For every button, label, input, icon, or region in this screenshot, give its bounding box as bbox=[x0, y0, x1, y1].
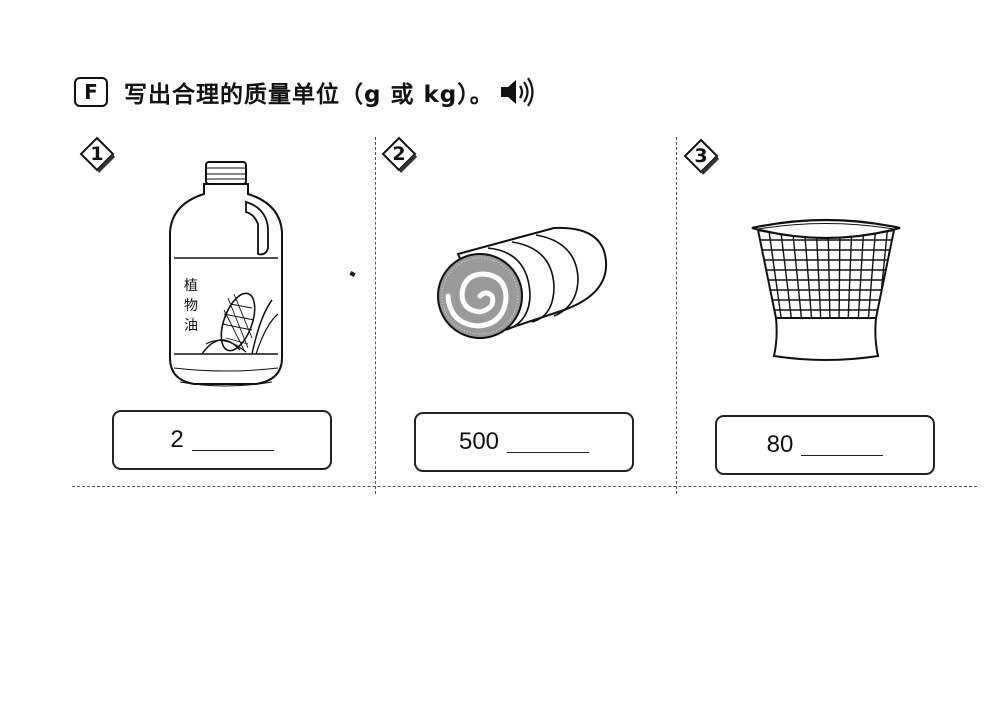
speaker-icon[interactable] bbox=[498, 76, 536, 108]
section-letter-badge: F bbox=[74, 77, 108, 107]
waste-basket-illustration bbox=[751, 218, 901, 361]
answer-value: 2 bbox=[170, 426, 184, 453]
answer-value: 500 bbox=[458, 428, 500, 455]
answer-blank[interactable] bbox=[507, 432, 590, 453]
item-number-badge: 2 bbox=[379, 134, 419, 174]
answer-box[interactable]: 80 bbox=[715, 415, 935, 475]
column-divider bbox=[375, 137, 376, 494]
swiss-roll-illustration bbox=[437, 226, 608, 339]
answer-box[interactable]: 2 bbox=[112, 410, 332, 470]
column-divider bbox=[676, 137, 677, 494]
oil-bottle-illustration: 植 物 油 bbox=[169, 161, 283, 387]
answer-blank[interactable] bbox=[191, 430, 274, 451]
oil-label-char: 植 bbox=[184, 278, 198, 294]
answer-blank[interactable] bbox=[801, 435, 884, 456]
print-speck bbox=[349, 271, 356, 277]
item-number-badge: 3 bbox=[681, 136, 721, 176]
exercise-header: F 写出合理的质量单位（g 或 kg）。 bbox=[74, 72, 536, 112]
item-number-badge: 1 bbox=[77, 134, 117, 174]
instruction-text: 写出合理的质量单位（g 或 kg）。 bbox=[124, 82, 494, 108]
oil-label-char: 油 bbox=[184, 318, 198, 334]
answer-value: 80 bbox=[766, 431, 794, 458]
row-divider bbox=[72, 486, 977, 487]
oil-label-char: 物 bbox=[184, 298, 198, 314]
item-number: 1 bbox=[90, 143, 104, 165]
section-letter: F bbox=[84, 80, 98, 104]
item-number: 3 bbox=[694, 145, 708, 167]
answer-box[interactable]: 500 bbox=[414, 412, 634, 472]
item-number: 2 bbox=[392, 143, 406, 165]
